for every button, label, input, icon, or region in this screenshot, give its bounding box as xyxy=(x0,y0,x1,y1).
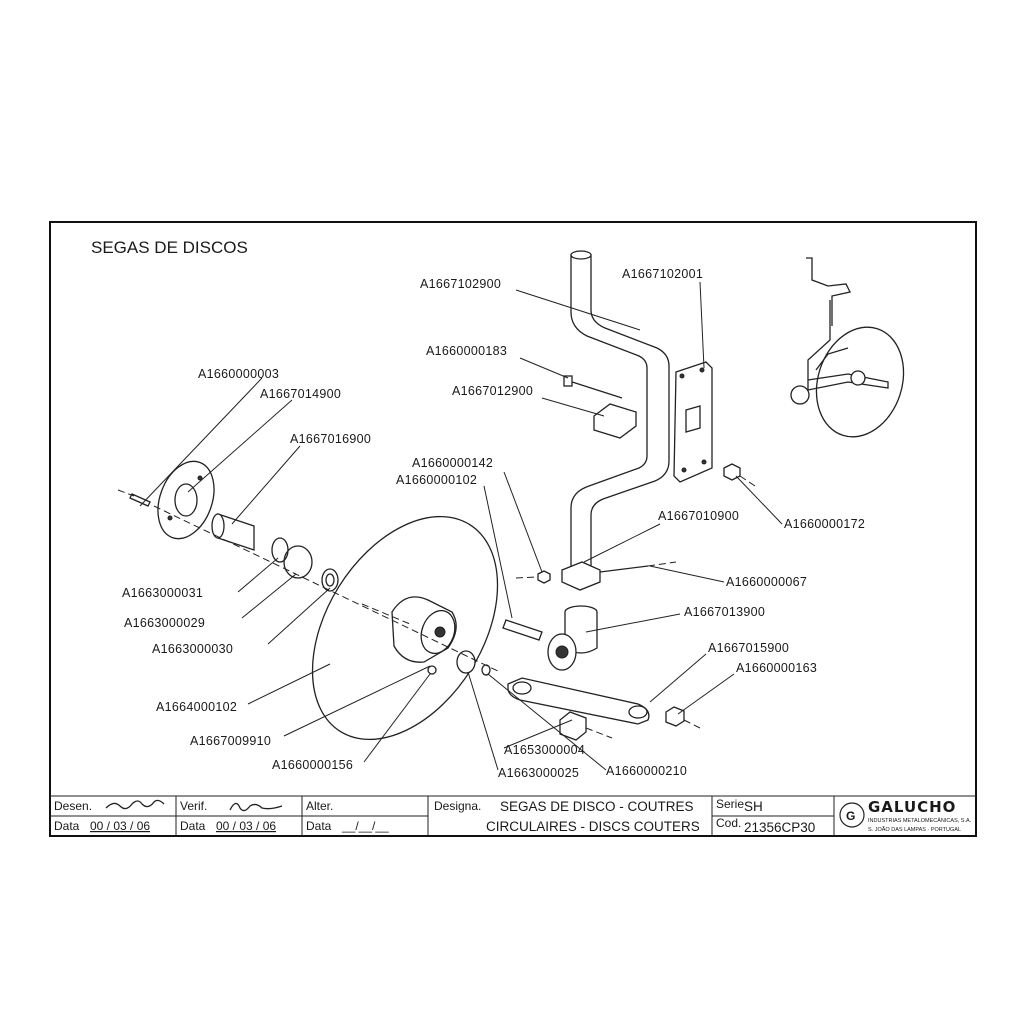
part-label: A1664000102 xyxy=(156,700,237,714)
part-labels: A1667102900 A1667102001 A1660000183 A166… xyxy=(122,267,865,780)
part-label: A1667014900 xyxy=(260,387,341,401)
part-label: A1660000163 xyxy=(736,661,817,675)
designation-line2: CIRCULAIRES - DISCS COUTERS xyxy=(486,819,700,834)
serie-label: Serie xyxy=(716,797,744,811)
designa-label: Designa. xyxy=(434,799,481,813)
hub-collar xyxy=(283,545,313,579)
drawing-title: SEGAS DE DISCOS xyxy=(91,238,248,257)
part-label: A1667015900 xyxy=(708,641,789,655)
verif-label: Verif. xyxy=(180,799,207,813)
part-label: A1667102001 xyxy=(622,267,703,281)
company-name: GALUCHO xyxy=(868,798,956,816)
part-label: A1663000030 xyxy=(152,642,233,656)
bolt-long xyxy=(502,619,543,641)
nut-a1660000163 xyxy=(665,706,685,727)
coulter-disc xyxy=(311,515,499,741)
leader-lines xyxy=(139,281,783,771)
title-block: Desen. Verif. Alter. Data 00 / 03 / 06 D… xyxy=(50,795,976,836)
data-value-alter: __/__/__ xyxy=(341,819,389,833)
desen-signature xyxy=(105,799,165,810)
nut-a1660000156 xyxy=(427,665,437,675)
drawing-frame xyxy=(49,221,977,837)
company-logo xyxy=(839,802,865,828)
nut-a1660000142 xyxy=(537,570,551,584)
company-subtitle: INDUSTRIAS METALOMECÂNICAS, S.A. xyxy=(868,817,972,824)
part-label: A1667010900 xyxy=(658,509,739,523)
company-location: S. JOÃO DAS LAMPAS · PORTUGAL xyxy=(868,826,961,833)
screw-a1660000003 xyxy=(129,493,151,507)
part-label: A1660000142 xyxy=(412,456,493,470)
part-label: A1660000156 xyxy=(272,758,353,772)
assembled-view xyxy=(790,257,905,438)
bushing xyxy=(559,711,587,741)
cod-label: Cod. xyxy=(716,816,741,830)
part-label: A1667009910 xyxy=(190,734,271,748)
cod-value: 21356CP30 xyxy=(744,820,815,835)
designation-line1: SEGAS DE DISCO - COUTRES xyxy=(500,799,694,814)
data-label-desen: Data xyxy=(54,819,80,833)
data-label-alter: Data xyxy=(306,819,332,833)
nut-a1660000210 xyxy=(481,664,491,676)
clamp-bolt xyxy=(563,375,637,439)
alter-label: Alter. xyxy=(306,799,333,813)
mounting-plate xyxy=(673,361,713,483)
part-label: A1663000031 xyxy=(122,586,203,600)
part-label: A1660000183 xyxy=(426,344,507,358)
part-label: A1667012900 xyxy=(452,384,533,398)
pivot-bracket xyxy=(547,605,598,671)
part-label: A1660000102 xyxy=(396,473,477,487)
part-label: A1660000172 xyxy=(784,517,865,531)
verif-signature xyxy=(229,802,283,812)
bearing-ring xyxy=(321,568,339,592)
part-label: A1663000029 xyxy=(124,616,205,630)
part-label: A1660000067 xyxy=(726,575,807,589)
part-label: A1667013900 xyxy=(684,605,765,619)
flange-plate xyxy=(157,460,215,540)
collar-block xyxy=(561,561,601,591)
part-label: A1667102900 xyxy=(420,277,501,291)
data-value-desen: 00 / 03 / 06 xyxy=(90,819,150,833)
serie-value: SH xyxy=(744,799,763,814)
svg-text:G: G xyxy=(846,809,855,823)
data-label-verif: Data xyxy=(180,819,206,833)
part-label: A1660000210 xyxy=(606,764,687,778)
desen-label: Desen. xyxy=(54,799,92,813)
part-label: A1653000004 xyxy=(504,743,585,757)
part-label: A1667016900 xyxy=(290,432,371,446)
seal-ring xyxy=(271,537,289,563)
part-label: A1663000025 xyxy=(498,766,579,780)
spacer-a1663000025 xyxy=(456,650,476,674)
data-value-verif: 00 / 03 / 06 xyxy=(216,819,276,833)
part-label: A1660000003 xyxy=(198,367,279,381)
